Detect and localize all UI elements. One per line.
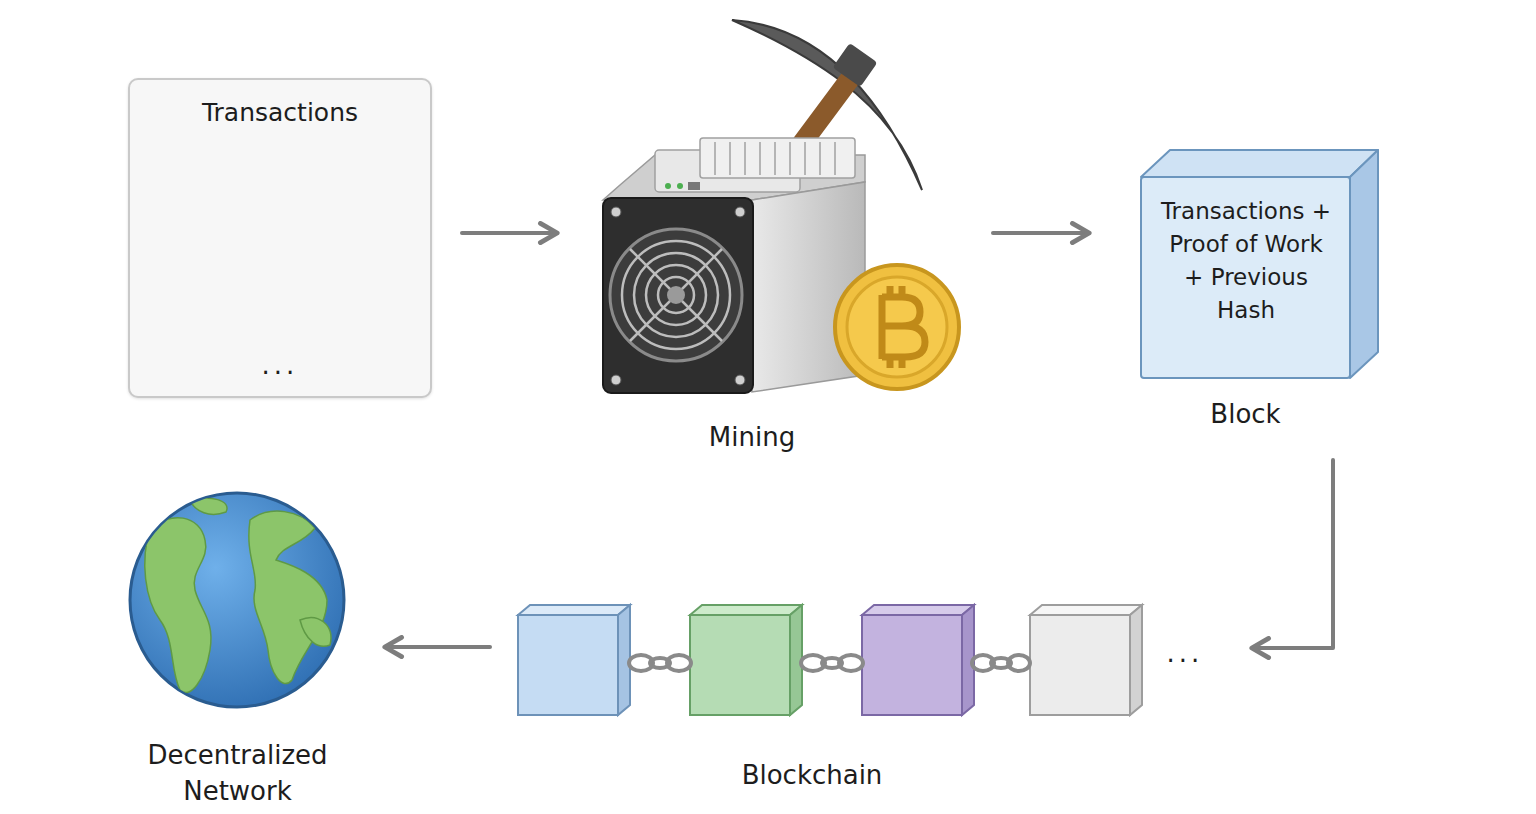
- node-label: Mining: [590, 420, 914, 454]
- cube-side: [1350, 150, 1378, 378]
- transactions-box: Transactions...: [128, 78, 432, 398]
- mining-node: Mining: [590, 15, 965, 460]
- fan-panel: [603, 198, 753, 393]
- fan: [610, 229, 742, 361]
- cube-front: [1141, 177, 1350, 378]
- box-title: Transactions: [130, 96, 430, 130]
- flow-arrow: [386, 645, 490, 649]
- cube-side: [1130, 605, 1142, 715]
- fan-hub: [667, 286, 685, 304]
- block-cube: [1141, 150, 1378, 378]
- coin-rim: [847, 277, 947, 377]
- ellipsis: ...: [130, 348, 430, 382]
- heatsink-fins: [715, 142, 835, 175]
- cube-front: [690, 615, 790, 715]
- cube-front: [518, 615, 618, 715]
- globe-ocean: [130, 493, 344, 707]
- cube-top: [690, 605, 802, 615]
- continents: [145, 498, 331, 693]
- network-node: Decentralized Network: [125, 488, 350, 803]
- panel-screws: [611, 207, 745, 385]
- status-led: [665, 183, 671, 189]
- cube-top: [862, 605, 974, 615]
- bitcoin-symbol: [882, 286, 925, 368]
- globe: [130, 493, 344, 707]
- rig-port: [688, 182, 700, 190]
- flow-arrow: [993, 231, 1088, 235]
- mining-rig: [603, 20, 959, 393]
- node-label: Block: [1141, 397, 1350, 431]
- block-node: Transactions + Proof of Work + Previous …: [1138, 145, 1383, 435]
- chain-cubes: [518, 605, 1142, 715]
- pickaxe-collar: [832, 43, 877, 87]
- blockchain-node: ... Blockchain: [512, 598, 1217, 798]
- ellipsis: ...: [1155, 636, 1215, 670]
- node-label: Blockchain: [662, 758, 962, 792]
- cube-front: [1030, 615, 1130, 715]
- flow-arrow: [1253, 460, 1333, 648]
- block-contents: Transactions + Proof of Work + Previous …: [1156, 195, 1336, 327]
- node-label: Decentralized Network: [125, 737, 350, 809]
- flow-arrow: [462, 231, 556, 235]
- bitcoin-coin: [835, 265, 959, 389]
- cube-front: [862, 615, 962, 715]
- cube-top: [1030, 605, 1142, 615]
- chain-links: [629, 655, 1030, 671]
- cube-top: [518, 605, 630, 615]
- rig-heatsink: [700, 138, 855, 178]
- cube-top: [1141, 150, 1378, 177]
- fan-guard: [622, 241, 730, 349]
- status-led: [677, 183, 683, 189]
